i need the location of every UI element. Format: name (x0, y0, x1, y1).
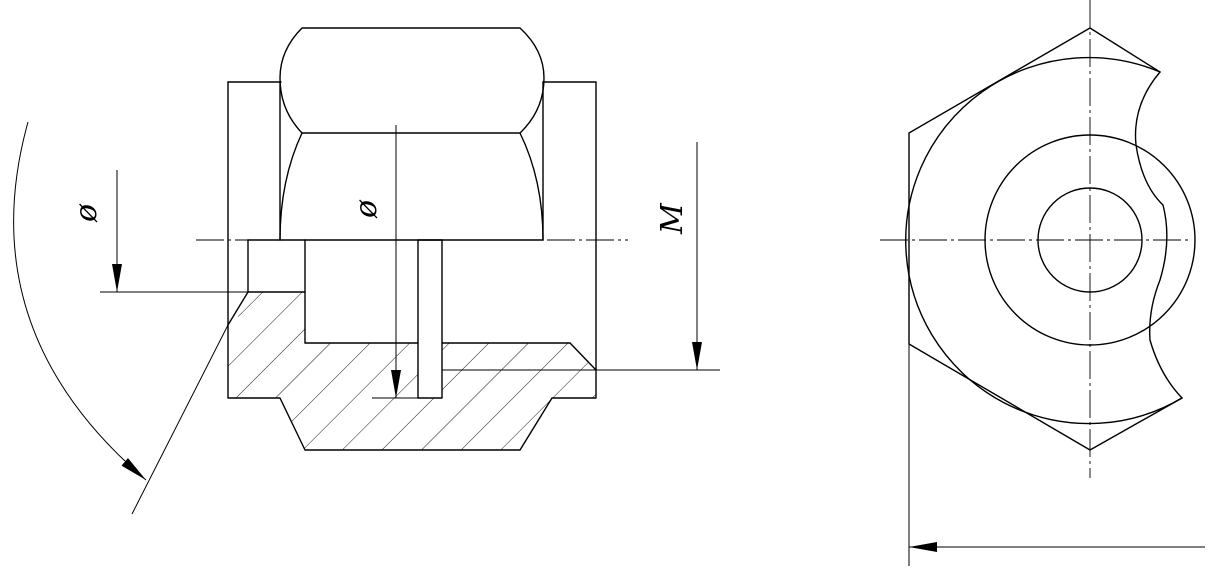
dimension-dia-left: ø (69, 170, 248, 293)
thread-label: M (655, 202, 690, 235)
body-outline (227, 81, 597, 451)
break-line (1134, 71, 1183, 399)
outer-circle (905, 56, 1183, 425)
slot (417, 239, 443, 399)
section-view (196, 27, 628, 451)
end-view (880, 0, 1196, 478)
head-profile (279, 27, 545, 134)
dia-left-label: ø (69, 203, 104, 223)
hexagon-outline (908, 27, 1183, 451)
view-arrow (908, 344, 1205, 566)
angle-dimension (13, 121, 229, 515)
dia-center-label: ø (349, 199, 384, 219)
hatched-section (228, 292, 596, 450)
dimension-thread: M (442, 142, 720, 371)
dimension-dia-center: ø (349, 125, 418, 399)
